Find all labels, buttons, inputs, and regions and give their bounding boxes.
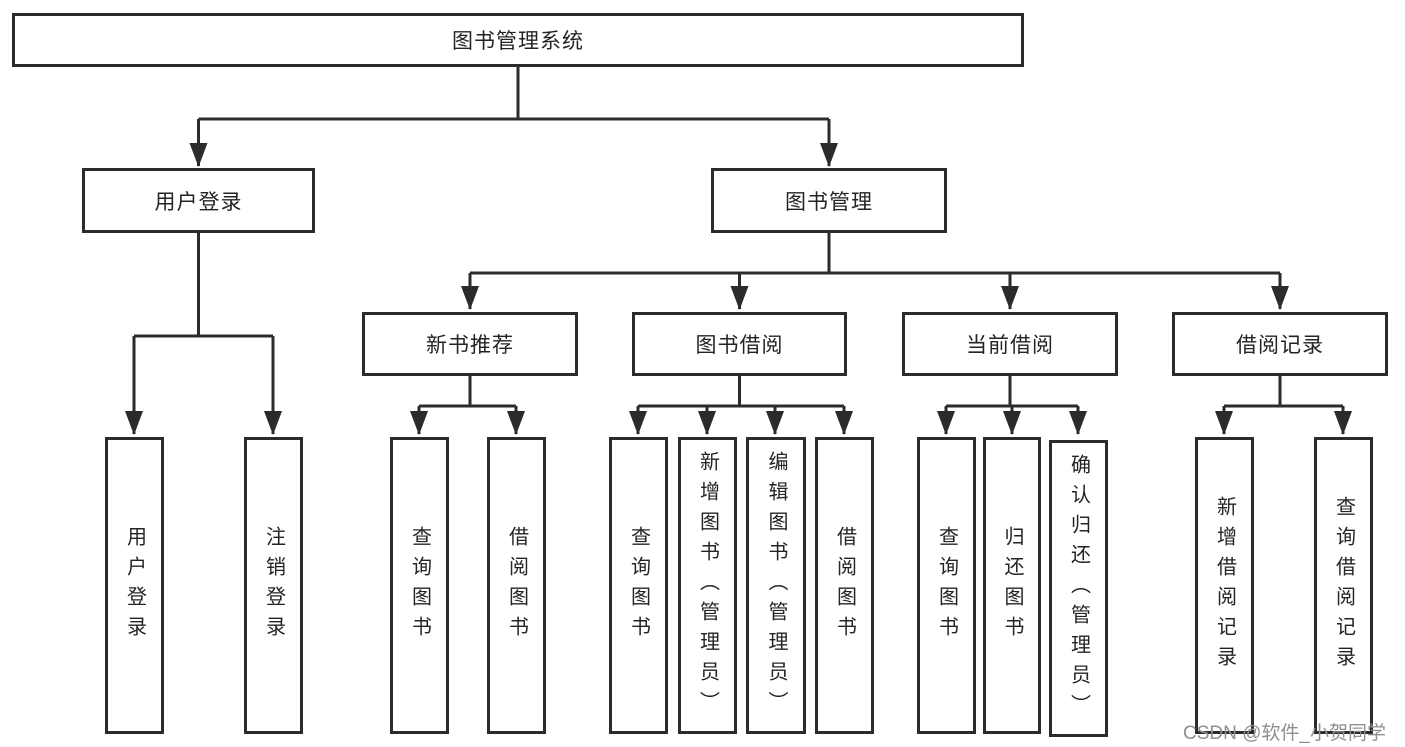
- node-user-login-label: 用户登录: [154, 190, 243, 214]
- leaf-query-books-3: 查询图书: [917, 437, 976, 734]
- node-book-management: 图书管理: [711, 168, 947, 233]
- node-book-borrow-label: 图书借阅: [695, 334, 784, 357]
- leaf-borrow-books-2-label: 借阅图书: [833, 525, 856, 646]
- leaf-logout: 注销登录: [244, 437, 303, 734]
- leaf-confirm-return-admin: 确认归还（管理员）: [1049, 440, 1108, 737]
- node-new-book-recommend-label: 新书推荐: [426, 334, 514, 357]
- node-current-borrow: 当前借阅: [902, 312, 1118, 376]
- leaf-return-books-label: 归还图书: [1001, 525, 1023, 646]
- leaf-add-borrow-record-label: 新增借阅记录: [1213, 495, 1236, 676]
- node-library-system-label: 图书管理系统: [452, 30, 584, 53]
- leaf-query-books-2: 查询图书: [609, 437, 668, 734]
- leaf-query-books-1: 查询图书: [390, 437, 449, 734]
- csdn-watermark: CSDN @软件_小贺同学: [1183, 723, 1386, 744]
- leaf-borrow-books-2: 借阅图书: [815, 437, 874, 734]
- node-book-management-label: 图书管理: [785, 190, 873, 214]
- leaf-query-books-3-label: 查询图书: [935, 525, 958, 646]
- leaf-borrow-books-1: 借阅图书: [487, 437, 546, 734]
- leaf-edit-books-admin: 编辑图书（管理员）: [746, 437, 806, 734]
- leaf-add-books-admin: 新增图书（管理员）: [678, 437, 737, 734]
- node-borrow-records: 借阅记录: [1172, 312, 1388, 376]
- leaf-query-borrow-record-label: 查询借阅记录: [1332, 495, 1355, 676]
- leaf-return-books: 归还图书: [983, 437, 1041, 734]
- node-current-borrow-label: 当前借阅: [966, 334, 1054, 357]
- node-new-book-recommend: 新书推荐: [362, 312, 578, 376]
- node-book-borrow: 图书借阅: [632, 312, 847, 376]
- leaf-query-books-1-label: 查询图书: [408, 525, 431, 646]
- node-borrow-records-label: 借阅记录: [1236, 334, 1324, 357]
- leaf-logout-label: 注销登录: [262, 525, 285, 646]
- leaf-edit-books-admin-label: 编辑图书（管理员）: [765, 450, 787, 721]
- leaf-add-borrow-record: 新增借阅记录: [1195, 437, 1254, 734]
- leaf-user-login: 用户登录: [105, 437, 164, 734]
- node-library-system: 图书管理系统: [12, 13, 1024, 67]
- leaf-borrow-books-1-label: 借阅图书: [505, 525, 528, 646]
- leaf-query-borrow-record: 查询借阅记录: [1314, 437, 1373, 734]
- node-user-login: 用户登录: [82, 168, 315, 233]
- leaf-confirm-return-admin-label: 确认归还（管理员）: [1067, 453, 1090, 724]
- leaf-query-books-2-label: 查询图书: [627, 525, 650, 646]
- leaf-user-login-label: 用户登录: [123, 525, 146, 646]
- leaf-add-books-admin-label: 新增图书（管理员）: [696, 450, 719, 721]
